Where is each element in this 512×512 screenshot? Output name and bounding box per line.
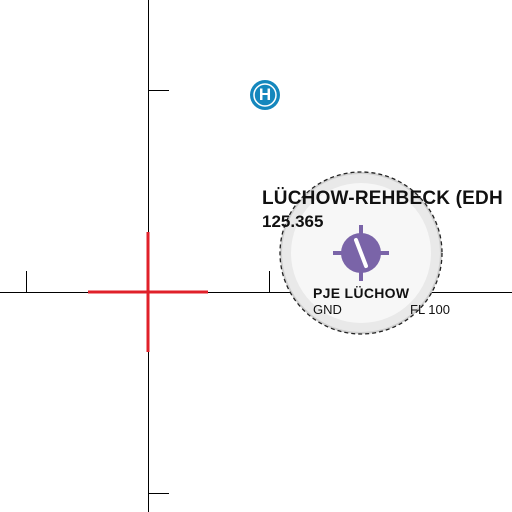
parachute-area-lower-limit: GND xyxy=(313,302,342,317)
parachute-area-upper-limit: FL 100 xyxy=(410,302,450,317)
airfield-name-label[interactable]: LÜCHOW-REHBECK (EDH xyxy=(262,188,503,209)
airfield-frequency-label: 125.365 xyxy=(262,212,324,231)
heliport-letter: H xyxy=(258,85,272,104)
position-crosshair-icon xyxy=(88,232,208,352)
vertical-scale-line xyxy=(148,0,169,512)
heliport-icon[interactable]: H xyxy=(250,80,280,110)
parachute-area-name-label[interactable]: PJE LÜCHOW xyxy=(313,285,410,301)
airfield-icon[interactable] xyxy=(333,225,389,281)
